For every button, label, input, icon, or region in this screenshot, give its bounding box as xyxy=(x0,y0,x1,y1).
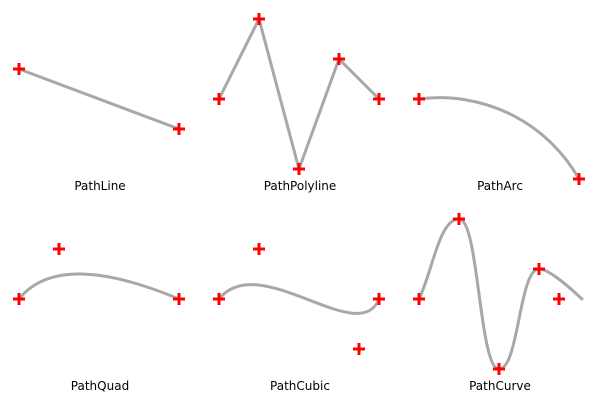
control-point-marker[interactable] xyxy=(453,213,465,225)
path-arc-caption: PathArc xyxy=(477,179,523,193)
control-point-marker[interactable] xyxy=(253,243,265,255)
path-quad-panel: PathQuad xyxy=(13,243,185,393)
path-line-panel: PathLine xyxy=(13,63,185,193)
control-point-marker[interactable] xyxy=(533,263,545,275)
control-point-marker[interactable] xyxy=(53,243,65,255)
path-quad-caption: PathQuad xyxy=(71,379,129,393)
control-point-marker[interactable] xyxy=(213,293,225,305)
path-polyline-shape xyxy=(217,17,381,171)
control-point-marker[interactable] xyxy=(173,123,185,135)
path-cubic-caption: PathCubic xyxy=(270,379,330,393)
path-cubic-panel: PathCubic xyxy=(213,243,385,393)
control-point-marker[interactable] xyxy=(213,93,225,105)
control-point-marker[interactable] xyxy=(413,93,425,105)
path-line-shape xyxy=(17,67,181,131)
path-cubic-shape xyxy=(217,283,381,315)
control-point-marker[interactable] xyxy=(253,13,265,25)
path-curve-panel: PathCurve xyxy=(413,213,584,393)
control-point-marker[interactable] xyxy=(353,343,365,355)
control-point-marker[interactable] xyxy=(13,63,25,75)
control-point-marker[interactable] xyxy=(13,293,25,305)
control-point-marker[interactable] xyxy=(333,53,345,65)
path-polyline-caption: PathPolyline xyxy=(264,179,337,193)
control-point-marker[interactable] xyxy=(553,293,565,305)
path-polyline-panel: PathPolyline xyxy=(213,13,385,193)
path-quad-shape xyxy=(17,272,181,301)
control-point-marker[interactable] xyxy=(493,363,505,375)
path-curve-caption: PathCurve xyxy=(469,379,531,393)
control-point-marker[interactable] xyxy=(373,293,385,305)
control-point-marker[interactable] xyxy=(293,163,305,175)
path-arc-shape xyxy=(417,96,581,181)
path-line-caption: PathLine xyxy=(74,179,125,193)
control-point-marker[interactable] xyxy=(373,93,385,105)
path-arc-panel: PathArc xyxy=(413,93,585,193)
control-point-marker[interactable] xyxy=(173,293,185,305)
control-point-marker[interactable] xyxy=(413,293,425,305)
control-point-marker[interactable] xyxy=(573,173,585,185)
